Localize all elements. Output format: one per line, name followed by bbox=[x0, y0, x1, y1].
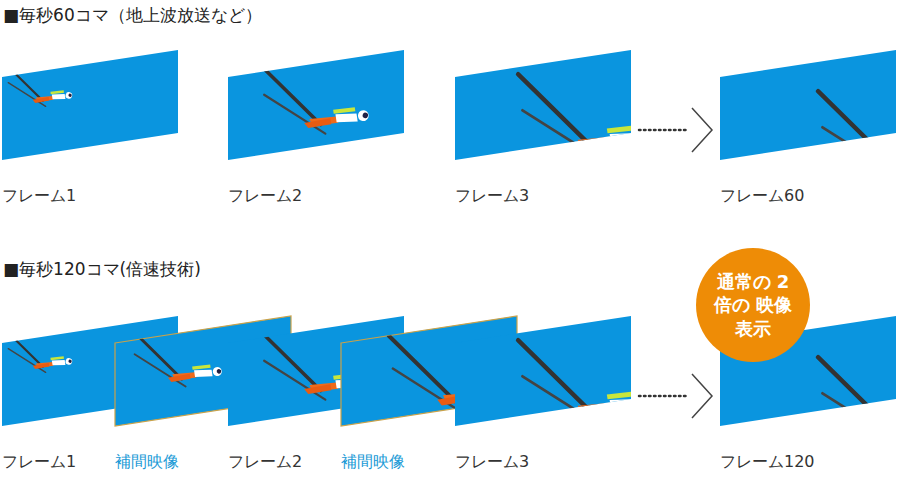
video-frame: フレーム2 bbox=[228, 50, 404, 207]
circle-text: 通常の 2倍の 映像表示 bbox=[712, 270, 795, 340]
frame-label: フレーム120 bbox=[720, 452, 815, 473]
ski-jumper bbox=[247, 65, 374, 145]
frame-label: 補間映像 bbox=[341, 452, 405, 473]
ski-jumper bbox=[501, 74, 656, 171]
dotted-arrow bbox=[639, 108, 712, 152]
video-frame: フレーム3 bbox=[455, 50, 631, 207]
frame-shape bbox=[228, 50, 404, 160]
video-frame: フレーム1 bbox=[2, 50, 178, 207]
video-frame: フレーム60 bbox=[720, 50, 896, 207]
ski-jumper bbox=[801, 357, 900, 454]
frame-label: フレーム1 bbox=[2, 186, 76, 207]
ski-jumper bbox=[501, 340, 656, 437]
frame-shape bbox=[455, 316, 631, 426]
frame-label: フレーム2 bbox=[228, 186, 302, 207]
ski-jumper bbox=[801, 91, 900, 188]
frame-label: フレーム3 bbox=[455, 186, 529, 207]
frame-label: フレーム60 bbox=[720, 186, 804, 207]
highlight-circle: 通常の 2倍の 映像表示 bbox=[696, 248, 810, 362]
ski-jumper bbox=[120, 330, 226, 396]
frame-label: フレーム1 bbox=[2, 452, 76, 473]
frame-shape bbox=[2, 50, 178, 160]
ski-jumper bbox=[0, 65, 75, 114]
frame-label: フレーム3 bbox=[455, 452, 529, 473]
section-heading: ■毎秒120コマ(倍速技術) bbox=[3, 258, 201, 281]
frame-shape bbox=[720, 50, 896, 160]
video-frame: フレーム3 bbox=[455, 316, 631, 473]
frame-label: 補間映像 bbox=[115, 452, 179, 473]
frame-label: フレーム2 bbox=[228, 452, 302, 473]
dotted-arrow bbox=[639, 374, 712, 418]
section-heading: ■毎秒60コマ（地上波放送など） bbox=[3, 4, 262, 27]
frame-shape bbox=[455, 50, 631, 160]
ski-jumper bbox=[0, 331, 75, 380]
